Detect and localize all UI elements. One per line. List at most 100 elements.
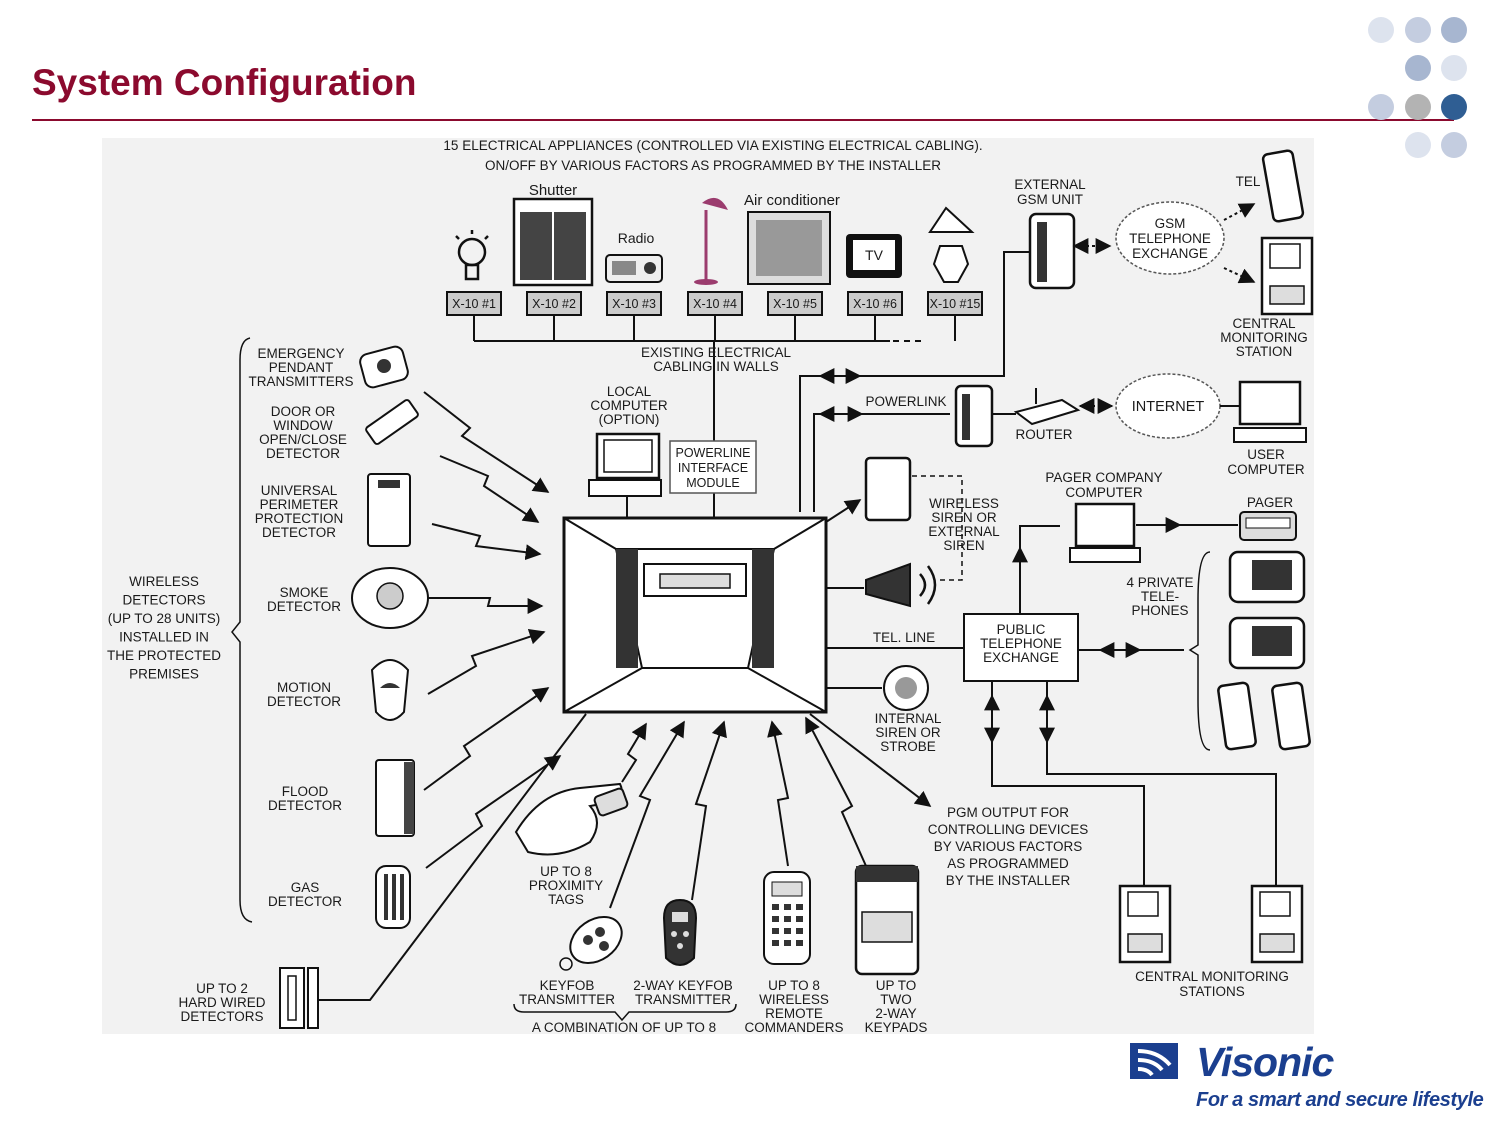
floor-lamp-icon xyxy=(694,197,728,285)
control-panel xyxy=(562,516,828,714)
smoke-detector-icon xyxy=(351,567,429,629)
label-line: ON/OFF BY VARIOUS FACTORS AS PROGRAMMED … xyxy=(485,158,941,173)
label-line: POWERLINE xyxy=(675,446,750,460)
label-line: DETECTOR xyxy=(268,798,342,813)
central-stations-links xyxy=(984,681,1277,886)
strobe-icon xyxy=(895,677,917,699)
label-line: EMERGENCY xyxy=(257,346,344,361)
label-line: PAGER COMPANY xyxy=(1045,470,1162,485)
label-line: EXCHANGE xyxy=(983,650,1059,665)
label-line: AS PROGRAMMED xyxy=(947,856,1069,871)
label-line: SIREN xyxy=(943,538,984,553)
label-line: TRANSMITTERS xyxy=(248,374,353,389)
shutter-label: Shutter xyxy=(529,182,577,199)
combination-brace xyxy=(513,1003,737,1022)
label-line: STROBE xyxy=(880,739,936,754)
label-line: CONTROLLING DEVICES xyxy=(928,822,1089,837)
mobile-phone-icon xyxy=(1261,149,1305,223)
desk-phone-icon xyxy=(1228,550,1306,604)
label-line: SMOKE xyxy=(280,585,329,600)
label-line: EXTERNAL xyxy=(928,524,1000,539)
label-line: FLOOD xyxy=(282,784,329,799)
internet-label: INTERNET xyxy=(1132,399,1205,415)
label-line: PROTECTION xyxy=(255,511,344,526)
two-way-keyfob-icon xyxy=(662,898,698,966)
label-line: DETECTOR xyxy=(266,446,340,461)
label-line: WINDOW xyxy=(273,418,332,433)
label-line: LOCAL xyxy=(607,384,652,399)
perimeter-detector-icon xyxy=(367,473,411,547)
label-line: EXCHANGE xyxy=(1132,246,1208,261)
label-line: USER xyxy=(1247,447,1285,462)
detectors-brace xyxy=(231,337,253,923)
label-line: TELE- xyxy=(1141,589,1179,604)
wifi-signal-logo-icon xyxy=(1130,1043,1178,1079)
wireless-signal-arrows xyxy=(423,391,562,869)
central-station-icon xyxy=(1118,884,1172,964)
label-line: PHONES xyxy=(1131,603,1188,618)
radio-label: Radio xyxy=(618,230,655,246)
lightbulb-icon xyxy=(455,230,489,281)
label-line: SIREN OR xyxy=(931,510,997,525)
title-underline xyxy=(32,119,1454,121)
dot xyxy=(1405,17,1431,43)
label-line: TAGS xyxy=(548,892,584,907)
x10-modules: X-10 #1 X-10 #2 X-10 #3 X-10 #4 X-10 #5 … xyxy=(446,291,983,316)
label-line: STATIONS xyxy=(1179,984,1245,999)
gsm-exchange-cloud xyxy=(1115,201,1225,275)
dot xyxy=(1441,132,1467,158)
label-line: KEYFOB xyxy=(540,978,595,993)
proximity-tag-hand-icon xyxy=(514,782,629,856)
x10-label: X-10 #5 xyxy=(773,297,817,311)
label-line: WIRELESS xyxy=(129,574,199,589)
label-line: GAS xyxy=(291,880,320,895)
horn-siren-icon xyxy=(865,562,937,608)
label-line: REMOTE xyxy=(765,1006,823,1021)
phones-brace xyxy=(1188,551,1211,751)
label-line: MODULE xyxy=(686,476,739,490)
label-line: PREMISES xyxy=(129,667,199,682)
slide-title: System Configuration xyxy=(32,62,417,103)
keypad-icon xyxy=(854,864,920,976)
logo-name: Visonic xyxy=(1196,1039,1334,1085)
label-line: MOTION xyxy=(277,680,331,695)
logo-tagline: For a smart and secure lifestyle xyxy=(1196,1089,1484,1111)
keyfob-icon xyxy=(559,916,623,971)
label-line: DOOR OR xyxy=(271,404,336,419)
air-conditioner-label: Air conditioner xyxy=(744,192,840,209)
desk-phone-icon xyxy=(1228,616,1306,670)
tv-label: TV xyxy=(865,247,884,263)
label-line: WIRELESS xyxy=(929,496,999,511)
dot xyxy=(1368,17,1394,43)
label-line: DETECTOR xyxy=(267,599,341,614)
tel-label: TEL xyxy=(1236,174,1261,189)
label-line: INSTALLED IN xyxy=(119,630,209,645)
gsm-unit-icon xyxy=(1028,212,1076,290)
label-line: PUBLIC xyxy=(997,622,1046,637)
label-line: COMPUTER xyxy=(1227,462,1305,477)
label-line: UNIVERSAL xyxy=(261,483,338,498)
pager-label: PAGER xyxy=(1247,495,1294,510)
dot xyxy=(1405,94,1431,120)
label-line: OPEN/CLOSE xyxy=(259,432,347,447)
powerlink-cable xyxy=(813,413,950,512)
appliances-header: 15 ELECTRICAL APPLIANCES (CONTROLLED VIA… xyxy=(443,138,982,173)
siren-dashed-link xyxy=(912,475,963,581)
label-line: WIRELESS xyxy=(759,992,829,1007)
label-line: TRANSMITTER xyxy=(519,992,615,1007)
label-line: UP TO xyxy=(876,978,917,993)
label-line: CABLING IN WALLS xyxy=(653,359,779,374)
x10-label: X-10 #6 xyxy=(853,297,897,311)
label-line: DETECTOR xyxy=(268,894,342,909)
